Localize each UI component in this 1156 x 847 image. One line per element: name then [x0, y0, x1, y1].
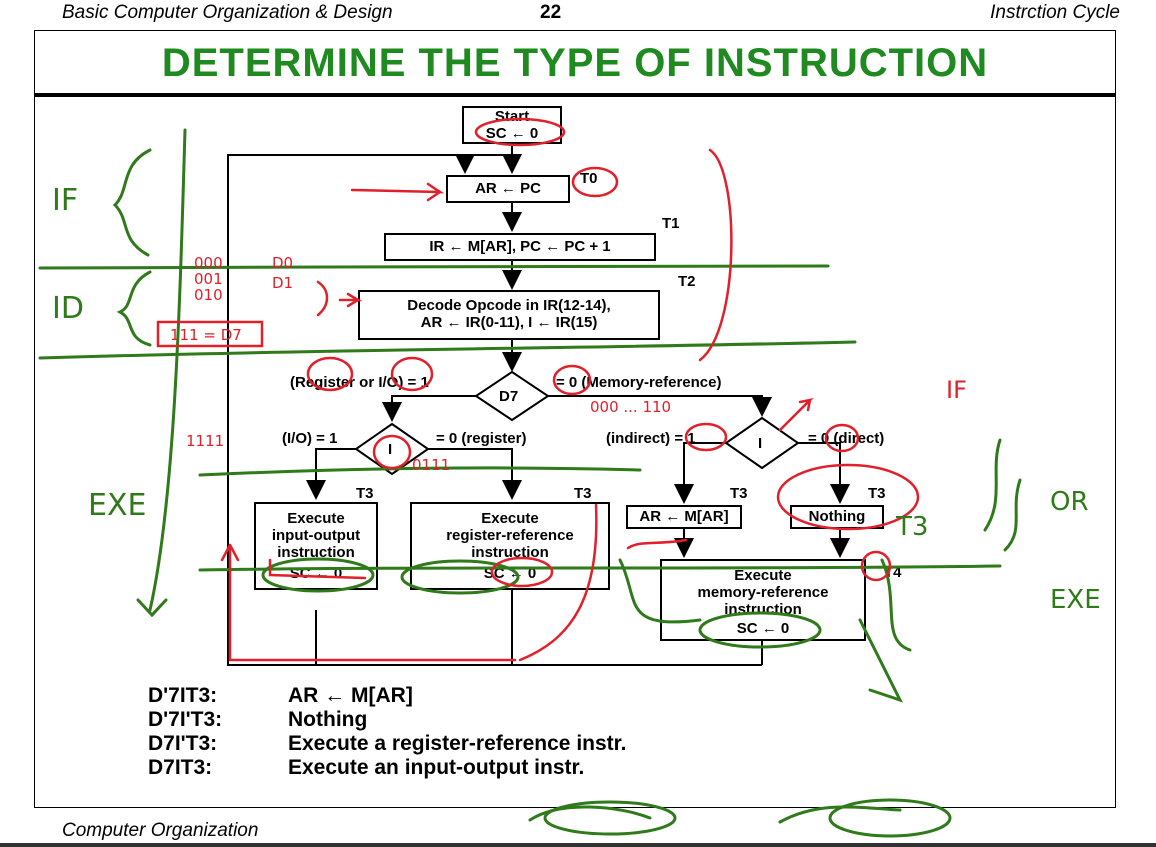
annotation-binary-d7: 111 = D7: [170, 326, 242, 344]
execute-memory-line-1: Execute: [734, 567, 792, 584]
summary-action-1: AR ← M[AR]: [288, 684, 413, 707]
timing-t3-register: T3: [574, 485, 592, 502]
execute-memory-line-4: SC ← 0: [736, 620, 790, 637]
decode-line-1: Decode Opcode in IR(12-14),: [407, 297, 611, 314]
execute-register-box: Execute register-reference instruction S…: [410, 502, 610, 590]
annotation-digits-001: 001: [194, 270, 223, 288]
summary-action-3: Execute a register-reference instr.: [288, 732, 627, 755]
annotation-or: OR: [1050, 487, 1089, 517]
decode-box: Decode Opcode in IR(12-14), AR ← IR(0-11…: [358, 290, 660, 340]
nothing-box: Nothing: [790, 505, 884, 529]
d7-diamond-label: D7: [499, 388, 519, 405]
timing-t0: T0: [580, 170, 598, 187]
execute-memory-line-2: memory-reference: [697, 584, 829, 601]
slide-title: DETERMINE THE TYPE OF INSTRUCTION: [161, 41, 989, 85]
timing-t3-direct: T3: [868, 485, 886, 502]
annotation-if-right: IF: [946, 376, 967, 404]
nothing-label: Nothing: [808, 508, 866, 525]
execute-memory-box: Execute memory-reference instruction SC …: [660, 559, 866, 641]
i-left-diamond-label: I: [388, 441, 393, 458]
summary-cond-1: D'7IT3:: [148, 684, 218, 707]
timing-t3-indirect: T3: [730, 485, 748, 502]
annotation-if: IF: [52, 183, 78, 218]
execute-io-line-1: Execute: [287, 510, 345, 527]
annotation-t3-note: T3: [895, 512, 928, 542]
page-number: 22: [540, 2, 562, 23]
summary-action-4: Execute an input-output instr.: [288, 756, 585, 779]
page-bottom-edge: [0, 843, 1156, 847]
annotation-d1: D1: [272, 274, 293, 292]
annotation-id: ID: [52, 291, 84, 326]
header-course-title: Basic Computer Organization & Design: [62, 2, 393, 23]
execute-io-line-3: instruction: [277, 544, 355, 561]
annotation-exe-right: EXE: [1050, 585, 1101, 615]
fetch-ar-pc-label: AR ← PC: [475, 180, 541, 197]
i-right-diamond-label: I: [758, 435, 763, 452]
indirect-ar-label: AR ← M[AR]: [639, 508, 729, 525]
fetch-ir-box: IR ← M[AR], PC ← PC + 1: [384, 233, 656, 261]
summary-action-2: Nothing: [288, 708, 368, 731]
execute-register-line-3: instruction: [471, 544, 549, 561]
annotation-digits-000: 000: [194, 254, 223, 272]
start-sc-clear: SC ← 0: [485, 125, 539, 142]
timing-t3-io: T3: [356, 485, 374, 502]
indirect-ar-box: AR ← M[AR]: [626, 505, 742, 529]
execute-io-line-2: input-output: [271, 527, 361, 544]
timing-t2: T2: [678, 273, 696, 290]
decode-line-2: AR ← IR(0-11), I ← IR(15): [420, 314, 598, 331]
summary-cond-2: D'7I'T3:: [148, 708, 223, 731]
d7-left-condition: (Register or I/O) = 1: [290, 374, 429, 391]
annotation-d0: D0: [272, 254, 293, 272]
timing-t1: T1: [662, 215, 680, 232]
annotation-000-110: 000 ... 110: [590, 398, 671, 416]
fetch-ir-label: IR ← M[AR], PC ← PC + 1: [429, 238, 611, 255]
footer-course: Computer Organization: [62, 820, 259, 841]
i-right-indirect-condition: (indirect) = 1: [606, 430, 696, 447]
i-left-io-condition: (I/O) = 1: [282, 430, 338, 447]
annotation-digits-010: 010: [194, 286, 223, 304]
annotation-1111: 1111: [186, 432, 224, 450]
annotation-0111: 0111: [412, 456, 450, 474]
execute-register-line-2: register-reference: [446, 527, 574, 544]
summary-cond-3: D7I'T3:: [148, 732, 218, 755]
execute-register-line-1: Execute: [481, 510, 539, 527]
header-section-title: Instrction Cycle: [990, 2, 1120, 23]
summary-cond-4: D7IT3:: [148, 756, 213, 779]
d7-right-condition: = 0 (Memory-reference): [556, 374, 722, 391]
annotation-exe: EXE: [88, 488, 146, 523]
i-left-register-condition: = 0 (register): [436, 430, 527, 447]
fetch-ar-pc-box: AR ← PC: [446, 175, 570, 203]
title-banner: DETERMINE THE TYPE OF INSTRUCTION: [34, 30, 1116, 94]
